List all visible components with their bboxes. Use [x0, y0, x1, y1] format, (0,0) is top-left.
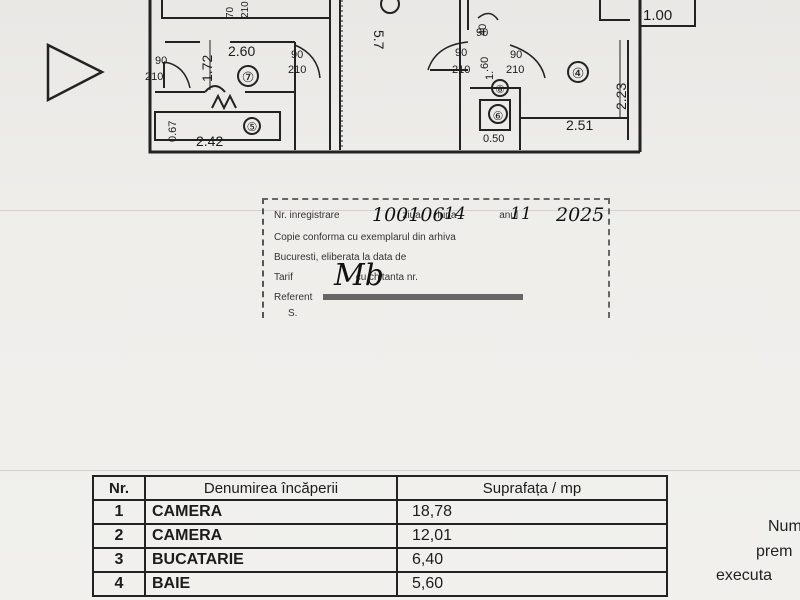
door-width: 90	[291, 49, 303, 61]
cell-area: 6,40	[396, 547, 668, 573]
stamp-s-label: S.	[288, 308, 298, 319]
dimension-label: .60	[479, 57, 491, 72]
side-text-line: prem	[756, 543, 793, 560]
handwritten-month: 11	[510, 204, 532, 224]
handwritten-reg-number: 100106	[372, 204, 445, 226]
cell-room-name: CAMERA	[144, 523, 398, 549]
cell-room-name: CAMERA	[144, 499, 398, 525]
cell-nr: 1	[92, 499, 146, 525]
room-number-8: ⑧	[495, 84, 505, 96]
door-width: 90	[155, 55, 167, 67]
cell-area: 18,78	[396, 499, 668, 525]
dimension-label: 0.67	[167, 121, 179, 142]
door-width: 90	[510, 49, 522, 61]
paper-fold-line	[0, 210, 800, 211]
room-number-5: ⑤	[247, 120, 258, 134]
door-height: 210	[145, 71, 163, 83]
table-header-row: Nr. Denumirea încăperii Suprafața / mp	[92, 475, 668, 501]
door-height: 210	[288, 64, 306, 76]
stamp-month-label: luna	[437, 210, 457, 221]
door-width: 90	[455, 47, 467, 59]
stamp-fee-label: Tarif	[274, 272, 293, 283]
cell-room-name: BAIE	[144, 571, 398, 597]
cell-nr: 3	[92, 547, 146, 573]
dimension-label: 1.72	[199, 55, 215, 82]
side-text-line: executa	[716, 567, 773, 584]
dimension-label: 1.00	[643, 7, 672, 24]
dimension-label: 210	[240, 1, 251, 18]
paper-fold-line	[0, 470, 800, 471]
side-text-line: Num	[768, 518, 800, 535]
dimension-label: 5.7	[371, 30, 387, 50]
room-number-6: ⑥	[493, 109, 504, 123]
stamp-referent-label: Referent	[274, 292, 313, 303]
column-header-room-name: Denumirea încăperii	[144, 475, 398, 501]
cell-nr: 2	[92, 523, 146, 549]
dimension-label: 1.	[484, 71, 496, 80]
table-row: 1 CAMERA 18,78	[92, 499, 668, 525]
cell-area: 5,60	[396, 571, 668, 597]
column-header-area: Suprafața / mp	[396, 475, 668, 501]
door-height: 210	[506, 64, 524, 76]
column-header-nr: Nr.	[92, 475, 146, 501]
handwritten-day: 14	[444, 204, 466, 224]
registration-stamp: Nr. inregistrare ziua luna anul Copie co…	[262, 198, 610, 319]
dimension-label: 2.23	[613, 83, 629, 110]
room-number-7: ⑦	[242, 69, 255, 85]
stamp-year-label: anul	[499, 210, 519, 221]
table-row: 3 BUCATARIE 6,40	[92, 547, 668, 573]
handwritten-signature: Mb	[334, 258, 384, 293]
stamp-redaction-bar	[323, 294, 524, 301]
table-row: 2 CAMERA 12,01	[92, 523, 668, 549]
dimension-label: 2.60	[228, 43, 255, 59]
dimension-label: 2.51	[566, 117, 593, 133]
cell-nr: 4	[92, 571, 146, 597]
door-height: 210	[452, 64, 470, 76]
dimension-label: 0.50	[483, 133, 504, 145]
room-number-4: ④	[572, 65, 585, 81]
floor-plan: ⑦ ⑤ ④ ⑥ ⑧ 2.60 1.72 2.42 0.67 2.51 2.23 …	[46, 0, 696, 154]
stamp-issued-line: Bucuresti, eliberata la data de	[274, 252, 407, 263]
stamp-day-label: ziua	[402, 210, 421, 221]
dimension-label: 70	[225, 6, 236, 18]
dimension-label: 90	[476, 27, 488, 39]
dimension-label: 2.42	[196, 133, 223, 149]
cell-room-name: BUCATARIE	[144, 547, 398, 573]
cell-area: 12,01	[396, 523, 668, 549]
rooms-table: Nr. Denumirea încăperii Suprafața / mp 1…	[92, 475, 668, 597]
stamp-registration-label: Nr. inregistrare	[274, 210, 340, 221]
dimension-label: 40	[477, 24, 489, 36]
stamp-receipt-label: cu chitanta nr.	[355, 272, 418, 283]
table-row: 4 BAIE 5,60	[92, 571, 668, 597]
handwritten-year: 2025	[556, 204, 605, 226]
stamp-copy-line: Copie conforma cu exemplarul din arhiva	[274, 232, 456, 243]
